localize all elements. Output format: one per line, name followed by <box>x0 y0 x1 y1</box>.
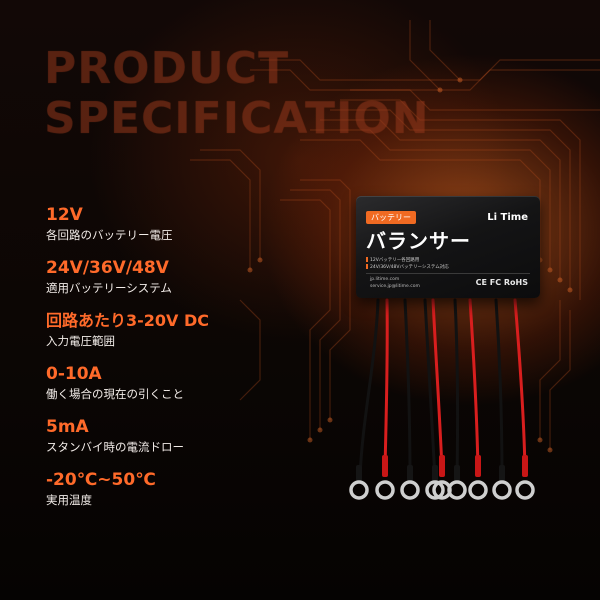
spec-label: 働く場合の現在の引くこと <box>46 387 184 401</box>
wire-black-5 <box>494 298 504 480</box>
spec-value: 12V <box>46 205 83 225</box>
ring-terminal <box>447 480 467 500</box>
spec-list: 12V 各回路のバッテリー電圧 24V/36V/48V 適用バッテリーシステム … <box>46 204 296 522</box>
wire-black-2 <box>403 298 412 480</box>
spec-item: 24V/36V/48V 適用バッテリーシステム <box>46 257 296 310</box>
device-divider <box>366 273 530 274</box>
balancer-device: バッテリー Li Time バランサー 12Vバッテリー各回路用 24V/36V… <box>356 196 540 298</box>
device-email: service.jp@litime.com <box>370 284 420 289</box>
headline-line-2: SPECIFICATION <box>44 93 430 144</box>
device-tag: バッテリー <box>366 211 416 224</box>
headline: PRODUCT SPECIFICATION <box>44 44 430 144</box>
wire-red-1 <box>383 298 389 472</box>
spec-item: 回路あたり3-20V DC 入力電圧範囲 <box>46 310 296 363</box>
wire-black-3 <box>423 298 437 480</box>
spec-label: 各回路のバッテリー電圧 <box>46 228 173 242</box>
spec-value: -20℃~50℃ <box>46 470 156 490</box>
wire-black-1 <box>358 298 380 480</box>
ring-terminal <box>515 480 535 500</box>
accent-bar <box>366 264 368 269</box>
ring-terminal <box>425 480 445 500</box>
spec-value: 0-10A <box>46 364 102 384</box>
certification-marks: CE FC RoHS <box>475 278 528 287</box>
wire-red-2 <box>431 298 444 472</box>
ring-terminal <box>349 480 369 500</box>
wire-red-4 <box>513 298 527 472</box>
device-brand-logo: Li Time <box>487 212 528 223</box>
spec-value: 5mA <box>46 417 89 437</box>
spec-item: 5mA スタンバイ時の電流ドロー <box>46 416 296 469</box>
ring-terminal <box>400 480 420 500</box>
spec-item: 12V 各回路のバッテリー電圧 <box>46 204 296 257</box>
headline-line-1: PRODUCT <box>44 43 290 94</box>
spec-item: -20℃~50℃ 実用温度 <box>46 469 296 522</box>
wire-red-3 <box>468 298 480 472</box>
device-title: バランサー <box>366 229 471 253</box>
spec-label: 入力電圧範囲 <box>46 334 115 348</box>
spec-label: 適用バッテリーシステム <box>46 281 172 295</box>
accent-bar <box>366 257 368 262</box>
ring-terminal <box>492 480 512 500</box>
spec-value: 回路あたり3-20V DC <box>46 311 210 330</box>
spec-value: 24V/36V/48V <box>46 258 169 278</box>
spec-label: スタンバイ時の電流ドロー <box>46 440 184 454</box>
wire-black-4 <box>453 298 460 480</box>
ring-terminal <box>468 480 488 500</box>
spec-item: 0-10A 働く場合の現在の引くこと <box>46 363 296 416</box>
device-line-1: 12Vバッテリー各回路用 <box>370 258 420 263</box>
ring-terminal <box>375 480 395 500</box>
device-line-2: 24V/36V/48Vバッテリーシステム対応 <box>370 265 449 270</box>
device-website: jp.litime.com <box>370 277 400 282</box>
spec-label: 実用温度 <box>46 493 92 507</box>
